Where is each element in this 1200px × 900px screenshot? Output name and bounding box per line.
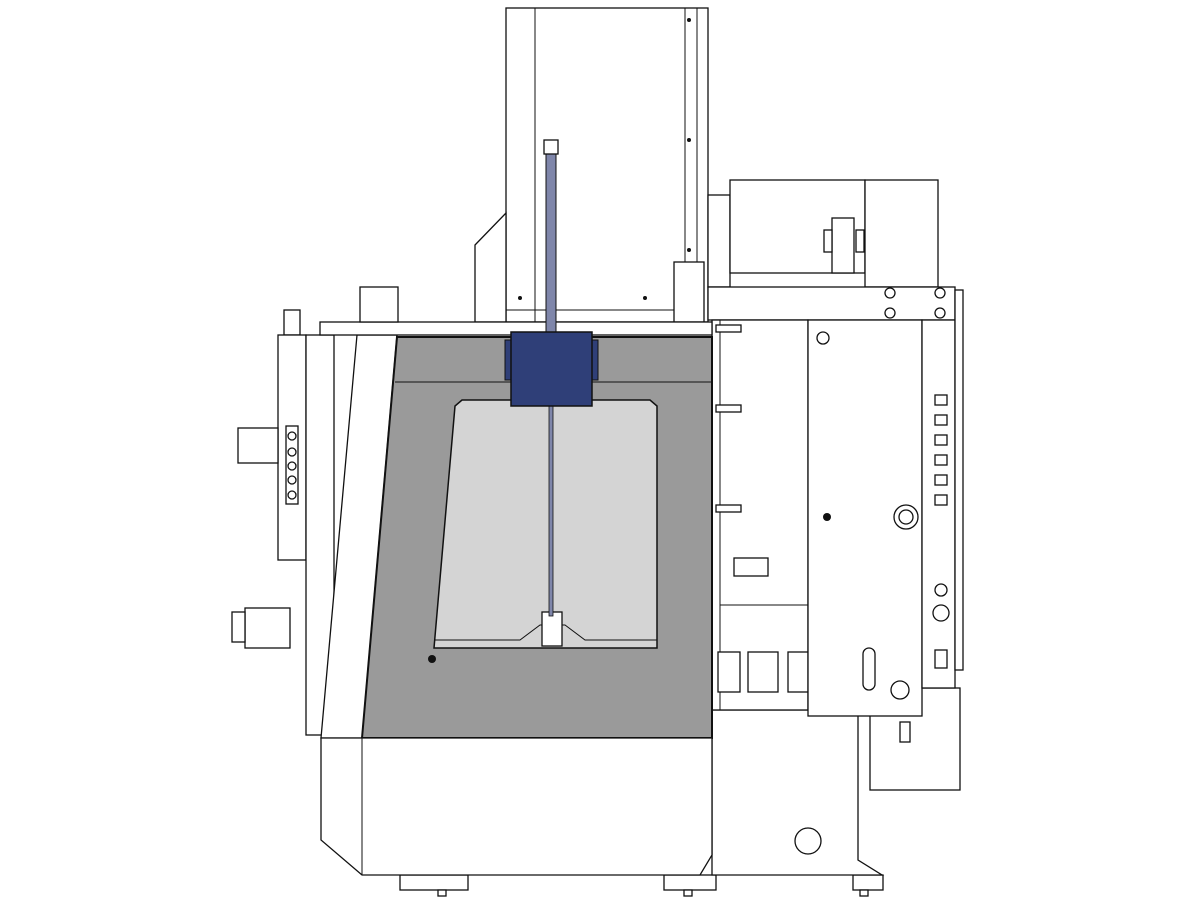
- base-feet: [399, 874, 884, 897]
- right-cabinet: [711, 289, 964, 717]
- spindle-head: [510, 331, 593, 407]
- right-lower-frame: [711, 687, 961, 876]
- control-panel: [231, 309, 335, 736]
- upper-right-unit: [707, 179, 956, 321]
- machine-base: [320, 737, 713, 876]
- spindle: [504, 139, 599, 617]
- viewing-window: [433, 399, 658, 649]
- column-tower: [474, 7, 709, 323]
